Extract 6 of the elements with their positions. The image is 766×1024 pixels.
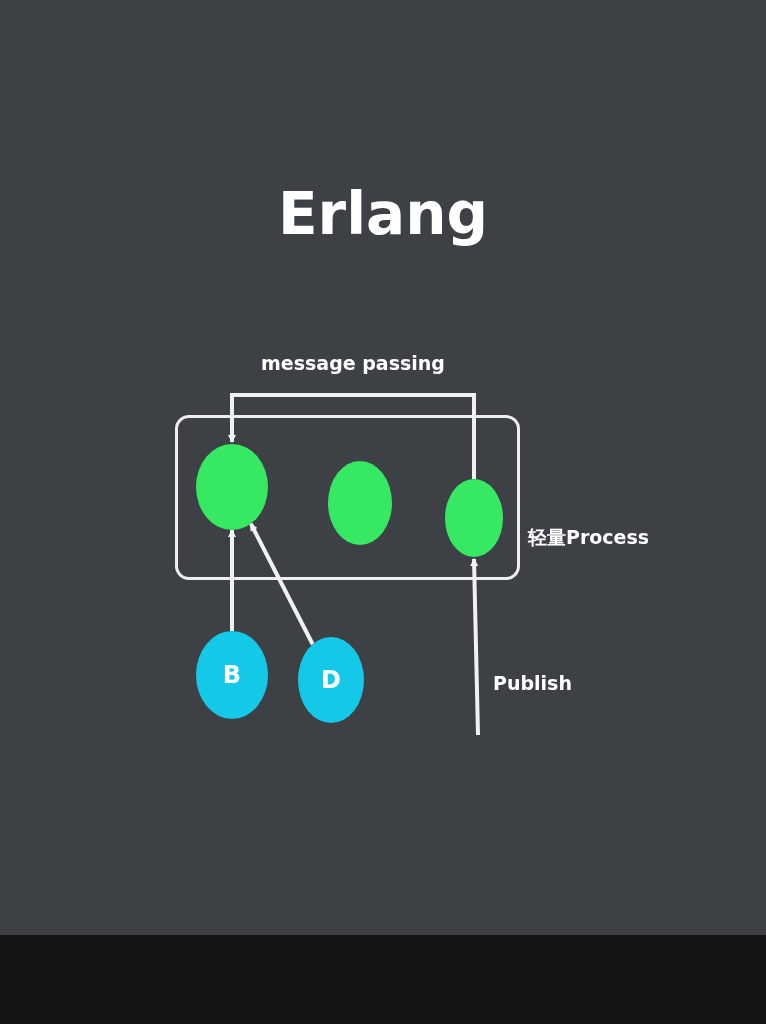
group-label: 轻量Process: [528, 525, 650, 550]
arrow: [228, 529, 236, 631]
arrow: [249, 522, 315, 646]
slide-title: Erlang: [276, 180, 490, 248]
arrow: [470, 558, 480, 736]
arrow: [228, 393, 476, 479]
